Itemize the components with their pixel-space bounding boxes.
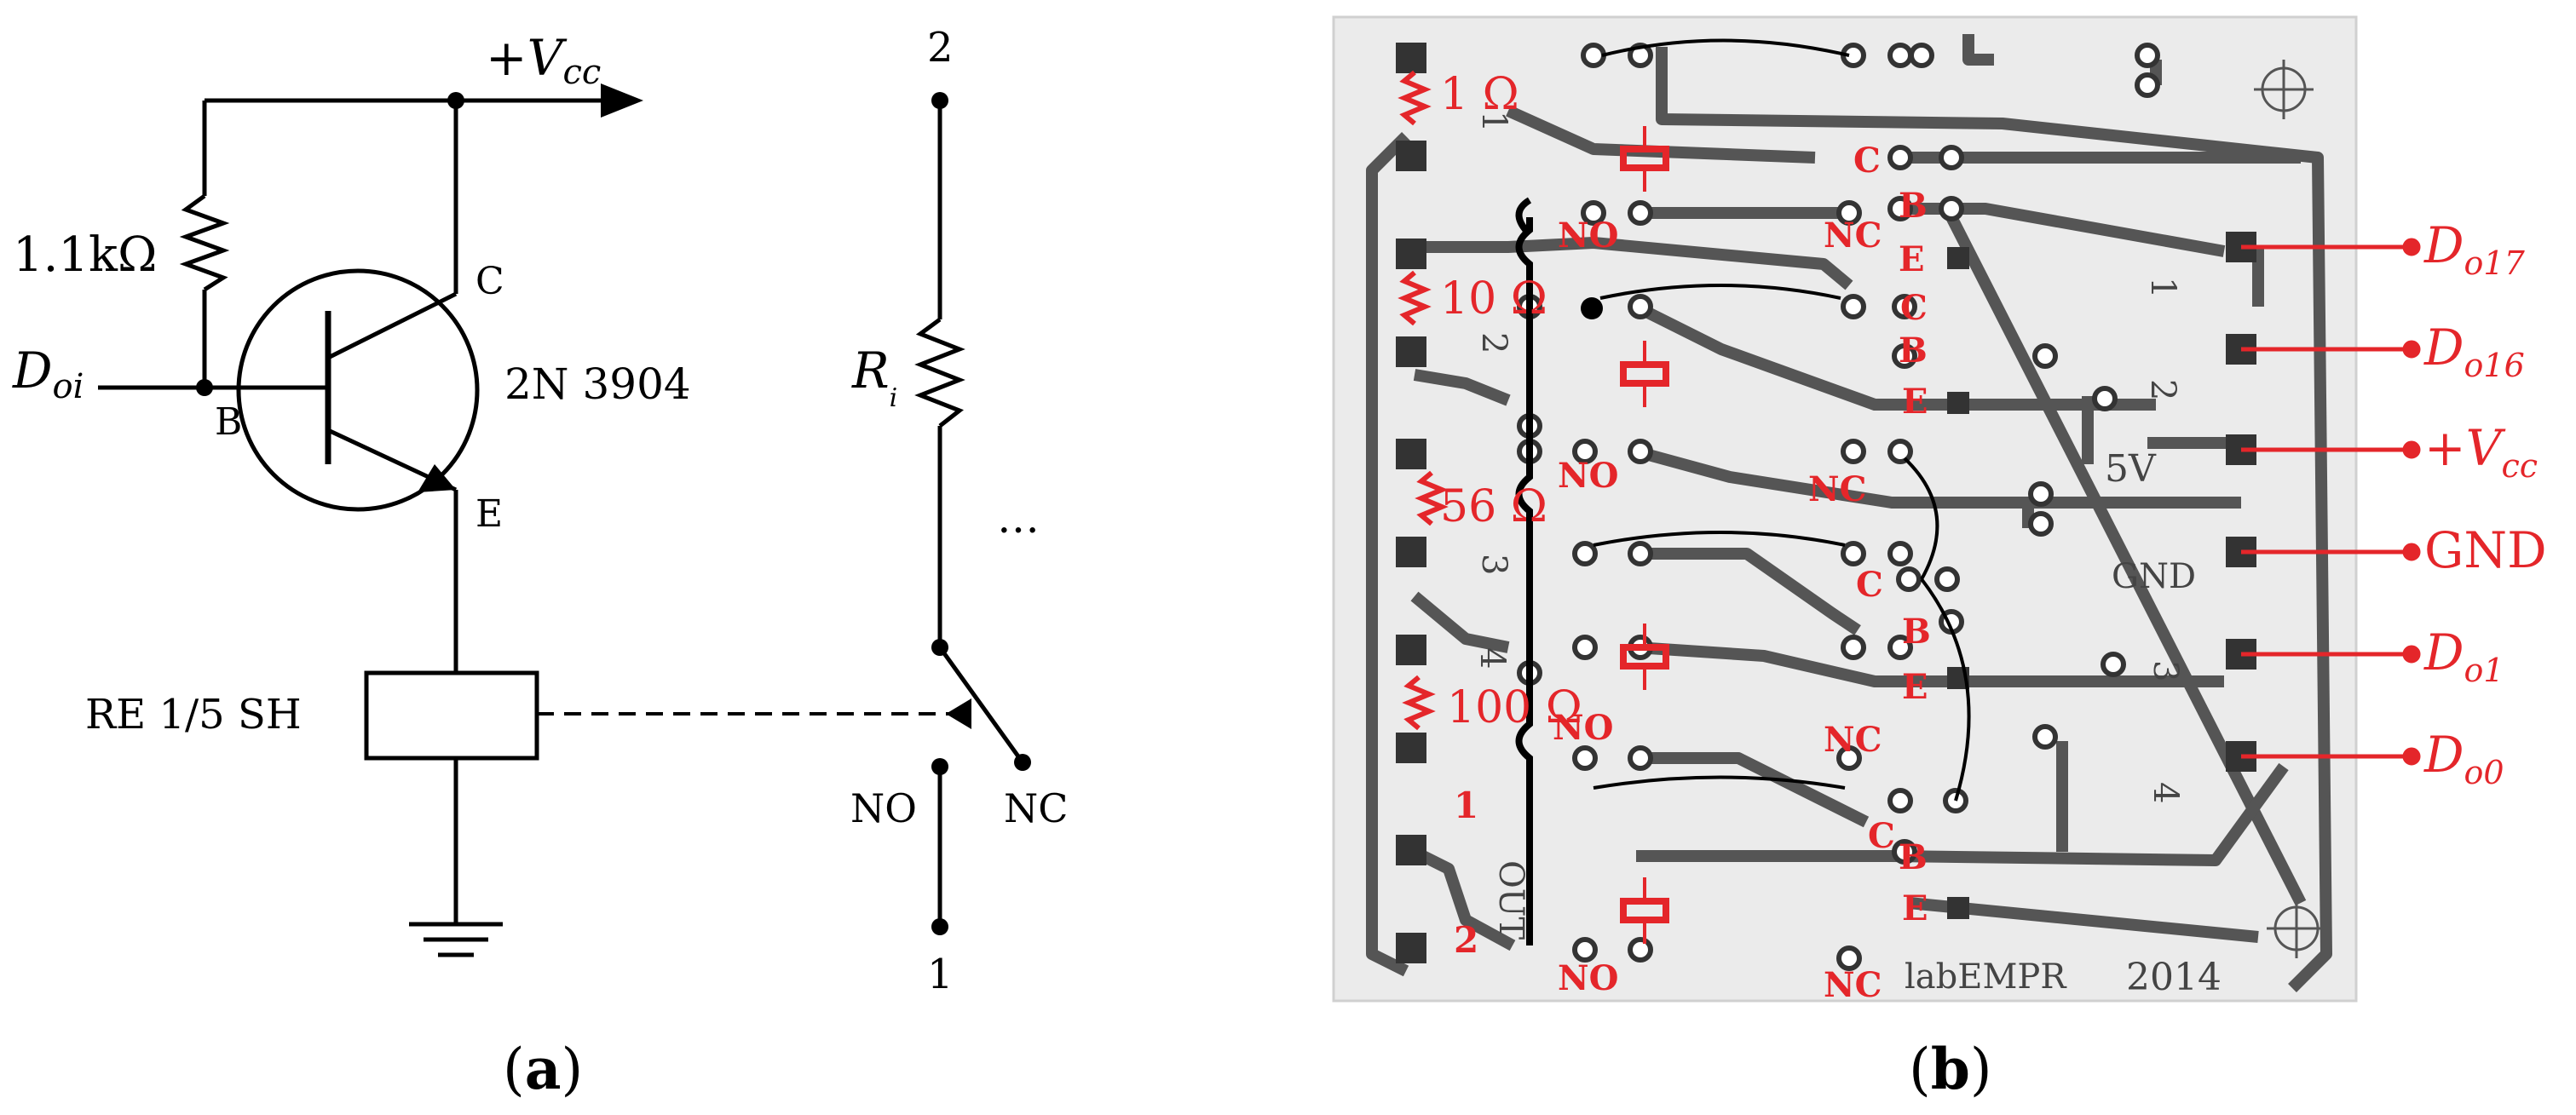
node-1-dot (931, 918, 948, 935)
resistor-zigzags (1397, 70, 1449, 731)
node-1-label: 1 (927, 951, 954, 998)
pcb-board (1332, 15, 2358, 1003)
panel-b-board: 5V GND labEMPR 2014 OUT 1 2 3 4 1 2 3 4 … (1332, 15, 2547, 1102)
board-num-4b: 4 (2146, 782, 2185, 803)
resistor-pads (1581, 297, 1603, 319)
ellipsis-label: … (997, 493, 1040, 543)
output-do0: Do0 (2423, 726, 2504, 791)
output-leads (2241, 238, 2421, 766)
b-label-3: B (1902, 612, 1931, 652)
resistor-value-label: 1.1kΩ (13, 227, 157, 283)
board-num-3a: 3 (1474, 554, 1513, 575)
no-label-2: NO (1558, 456, 1618, 496)
board-num-1b: 1 (2143, 277, 2182, 298)
emitter-arrowhead (418, 464, 456, 492)
pcb-traces (1366, 34, 2332, 992)
nc-label-2: NC (1808, 469, 1866, 509)
b-label-1: B (1899, 186, 1928, 226)
panel-a-schematic (98, 83, 1031, 957)
e-label-3: E (1902, 667, 1928, 707)
round-pads (1517, 43, 2160, 971)
caption-a: (a) (503, 1036, 583, 1102)
relay-label: RE 1/5 SH (85, 691, 302, 739)
board-num-1a: 1 (1474, 111, 1513, 132)
e-label-2: E (1902, 382, 1928, 422)
transistor-body (236, 268, 480, 512)
jumper-wires (1593, 38, 1971, 802)
board-num-4a: 4 (1472, 647, 1512, 669)
nc-contact-dot (1014, 754, 1031, 771)
relay-coil (364, 670, 539, 761)
switch-pivot-dot (931, 639, 948, 656)
b-label-4: B (1899, 837, 1928, 877)
nc-label: NC (1004, 785, 1068, 831)
no-contact-dot (931, 758, 948, 775)
board-silkscreen: 5V GND labEMPR 2014 OUT 1 2 3 4 1 2 3 4 (1472, 111, 2222, 999)
left-pads (1396, 43, 1426, 963)
b-label-2: B (1899, 330, 1928, 371)
c-label-1: C (1853, 141, 1881, 181)
output-gnd: GND (2424, 521, 2547, 579)
board-year: 2014 (2126, 956, 2222, 999)
output-label-1: 1 (1454, 785, 1478, 826)
resistor-1k1 (179, 193, 230, 292)
no-label-4: NO (1558, 958, 1618, 998)
no-label-3: NO (1553, 708, 1613, 748)
board-num-3b: 3 (2146, 660, 2185, 681)
board-num-2b: 2 (2143, 379, 2182, 400)
board-num-2a: 2 (1474, 332, 1513, 353)
c-label-4: C (1868, 816, 1895, 856)
board-5v: 5V (2105, 447, 2157, 491)
resistor-label-1: 1 Ω (1440, 69, 1519, 120)
vcc-arrowhead (601, 83, 643, 118)
switch-blade (937, 646, 1025, 764)
e-label-1: E (1899, 239, 1925, 279)
e-label-4: E (1902, 888, 1928, 928)
pin-b-label: B (215, 400, 242, 444)
output-do17: Do17 (2423, 216, 2526, 282)
transistor-label: 2N 3904 (504, 359, 691, 409)
vcc-label: +Vcc (486, 29, 601, 92)
output-do16: Do16 (2423, 319, 2525, 384)
caption-b: (b) (1909, 1036, 1992, 1102)
board-out: OUT (1491, 860, 1530, 940)
pin-c-label: C (475, 260, 504, 303)
nc-label-1: NC (1824, 216, 1882, 256)
resistor-label-2: 10 Ω (1440, 273, 1547, 325)
no-label: NO (850, 785, 917, 831)
input-label: Doi (12, 342, 84, 406)
node-2-dot (931, 92, 948, 109)
resistor-label-3: 56 Ω (1440, 481, 1547, 532)
output-labels: Do17 Do16 +Vcc GND Do1 Do0 (2423, 216, 2547, 791)
ri-label: Ri (851, 342, 897, 413)
resistor-ri (914, 317, 965, 428)
c-label-3: C (1856, 565, 1883, 605)
nc-label-3: NC (1824, 720, 1882, 760)
coupling-arrowhead (946, 698, 971, 729)
board-annotations: 1 Ω 10 Ω 56 Ω 100 Ω NO NO NO NO NC NC NC… (1440, 69, 1931, 1005)
board-brand: labEMPR (1905, 957, 2067, 997)
node-2-label: 2 (927, 24, 954, 72)
board-gnd: GND (2112, 557, 2196, 596)
output-vcc: +Vcc (2424, 419, 2538, 485)
output-label-2: 2 (1454, 919, 1478, 961)
junction-dot-base (196, 379, 213, 396)
no-label-1: NO (1558, 216, 1618, 256)
pin-e-label: E (475, 492, 503, 536)
resistor-bus (1515, 197, 1533, 945)
nc-label-4: NC (1824, 965, 1882, 1005)
fiducials (2254, 60, 2326, 958)
panel-a-labels: +Vcc 1.1kΩ Doi C B E 2N 3904 RE 1/5 SH R… (12, 24, 1068, 1102)
output-do1: Do1 (2423, 624, 2504, 689)
resistor-label-4: 100 Ω (1447, 682, 1582, 733)
transistor-collector-leg (326, 291, 458, 360)
c-label-2: C (1900, 288, 1928, 328)
